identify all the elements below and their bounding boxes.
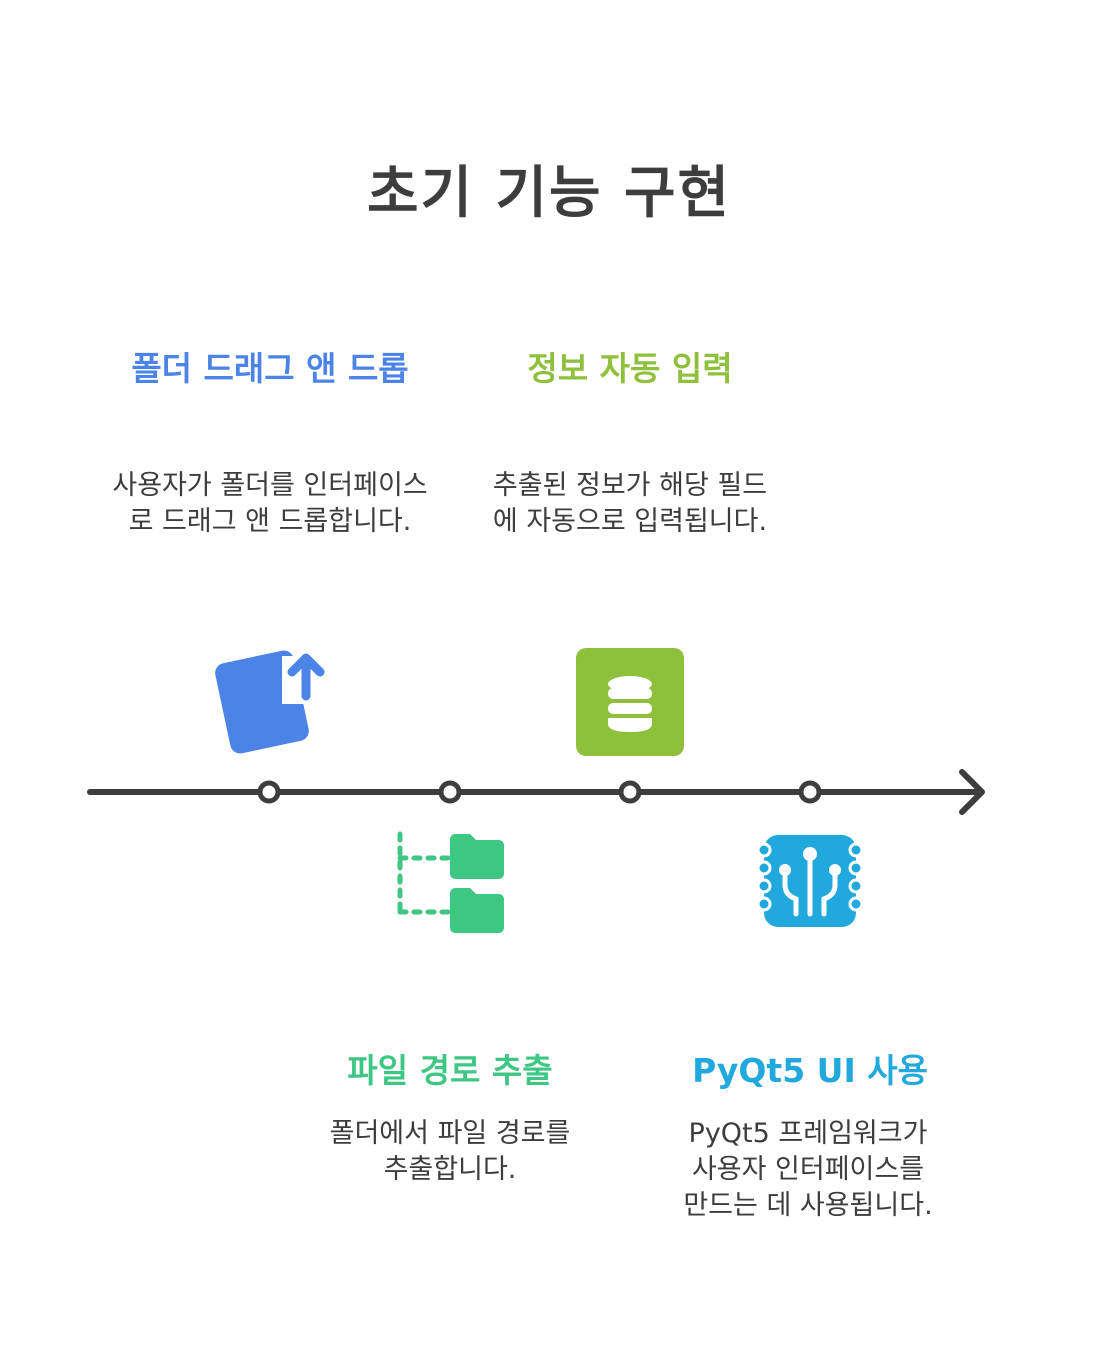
- step-3-desc-line: 에 자동으로 입력됩니다.: [492, 506, 768, 537]
- folder-tree-icon: [397, 831, 504, 933]
- step-3-description: 추출된 정보가 해당 필드 에 자동으로 입력됩니다.: [450, 468, 810, 540]
- step-2-desc-line: 폴더에서 파일 경로를: [329, 1118, 571, 1149]
- step-2-title: 파일 경로 추출: [347, 1051, 553, 1090]
- document-upload-icon: [215, 650, 328, 754]
- step-2-description: 폴더에서 파일 경로를 추출합니다.: [270, 1116, 630, 1188]
- timeline-node-1: [257, 780, 281, 804]
- step-4-desc-line: PyQt5 프레임워크가: [688, 1118, 928, 1149]
- step-1-desc-line: 로 드래그 앤 드롭합니다.: [128, 506, 412, 537]
- step-4-description: PyQt5 프레임워크가 사용자 인터페이스를 만드는 데 사용됩니다.: [628, 1116, 988, 1224]
- timeline-node-2: [438, 780, 462, 804]
- step-1-description: 사용자가 폴더를 인터페이스 로 드래그 앤 드롭합니다.: [90, 468, 450, 540]
- step-3-title: 정보 자동 입력: [527, 349, 733, 388]
- step-4-desc-line: 만드는 데 사용됩니다.: [683, 1190, 933, 1221]
- step-4-title: PyQt5 UI 사용: [692, 1051, 928, 1090]
- step-1-desc-line: 사용자가 폴더를 인터페이스: [112, 470, 428, 501]
- database-icon: [576, 648, 684, 756]
- step-2-desc-line: 추출합니다.: [383, 1154, 517, 1185]
- circuit-chip-icon: [756, 835, 864, 927]
- timeline-node-3: [618, 780, 642, 804]
- step-3-desc-line: 추출된 정보가 해당 필드: [492, 470, 768, 501]
- page-title: 초기 기능 구현: [366, 161, 732, 226]
- step-4-desc-line: 사용자 인터페이스를: [691, 1154, 925, 1185]
- step-1-title: 폴더 드래그 앤 드롭: [131, 349, 409, 388]
- timeline-arrowhead: [959, 769, 985, 815]
- timeline-node-4: [798, 780, 822, 804]
